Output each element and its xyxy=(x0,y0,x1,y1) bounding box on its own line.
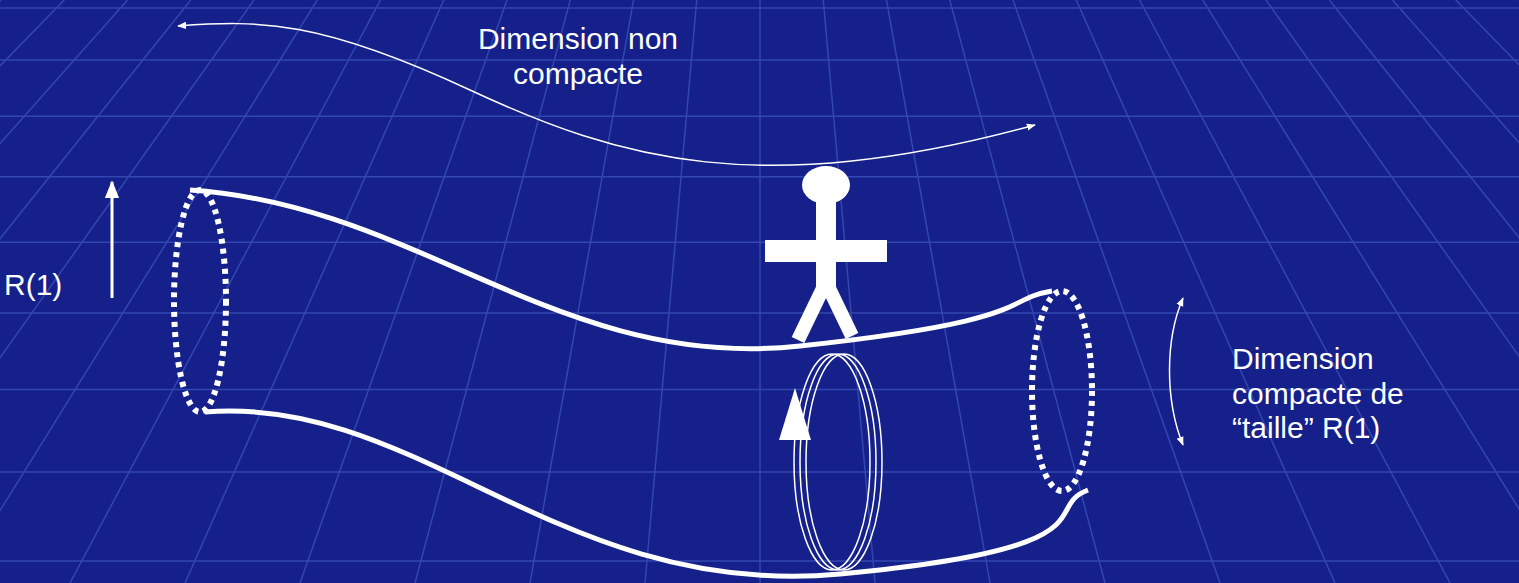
grid-line xyxy=(1266,0,1519,583)
tube xyxy=(174,190,1092,576)
grid-line xyxy=(0,176,1519,178)
dimension-label: Dimension non compacte xyxy=(418,22,738,91)
grid-line xyxy=(1076,0,1335,583)
grid-line xyxy=(0,115,1519,117)
compact-arrow xyxy=(1170,298,1184,445)
grid-line xyxy=(70,0,381,583)
grid-line xyxy=(0,0,128,583)
grid-line xyxy=(887,0,991,583)
grid-line xyxy=(1140,0,1451,583)
grid-line xyxy=(0,7,1519,9)
grid-line xyxy=(759,0,761,583)
grid-line xyxy=(0,242,1519,244)
grid-line xyxy=(0,0,1,583)
grid-line xyxy=(645,0,697,583)
grid-line xyxy=(1203,0,1519,583)
grid-line xyxy=(823,0,875,583)
grid-line xyxy=(1393,0,1519,583)
grid-line xyxy=(0,59,1519,61)
grid-line xyxy=(1456,0,1519,583)
dimension-label: Dimension compacte de “taille” R(1) xyxy=(1232,342,1472,446)
grid-line xyxy=(1329,0,1519,583)
grid-line xyxy=(0,0,191,583)
grid-line xyxy=(0,0,317,583)
stick-figure xyxy=(765,166,887,340)
grid-line xyxy=(0,560,1519,562)
winding-ring xyxy=(779,354,882,570)
radius-arrow xyxy=(111,182,114,298)
grid-line xyxy=(300,0,507,583)
grid-line xyxy=(0,471,1519,473)
grid-line xyxy=(0,0,254,583)
radius-label: R(1) xyxy=(4,268,94,303)
